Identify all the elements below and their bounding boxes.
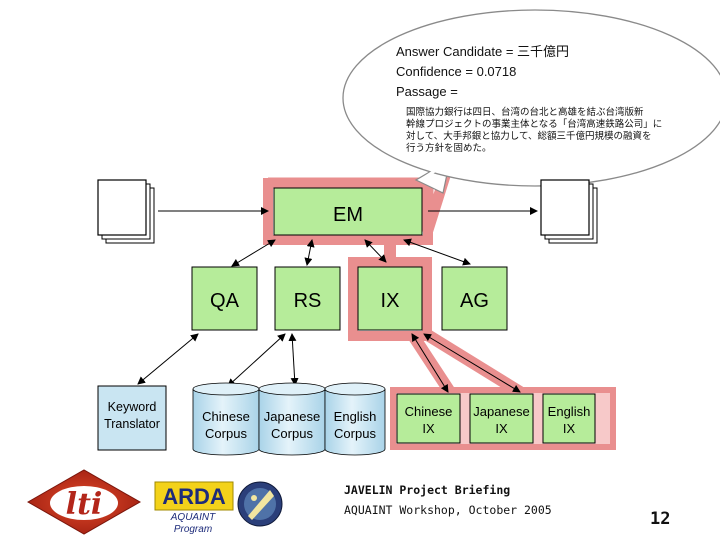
passage-line-1: 国際協力銀行は四日、台湾の台北と高雄を結ぶ台湾版新 [406, 106, 644, 118]
output-document-icon [540, 179, 598, 244]
chinese-corpus: Chinese Corpus [192, 382, 260, 456]
footer-title: JAVELIN Project Briefing [344, 483, 510, 497]
chinese-ix-line-1: Chinese [405, 404, 453, 419]
english-corpus: English Corpus [324, 382, 386, 456]
aquaint-logo-line-2: Program [174, 524, 212, 535]
english-ix-line-2: IX [563, 421, 576, 436]
input-document-icon [97, 179, 155, 244]
arda-logo: ARDA AQUAINT Program [154, 481, 234, 535]
ix-label: IX [381, 290, 400, 312]
rs-module: RS [274, 266, 341, 331]
arda-logo-text: ARDA [162, 484, 226, 509]
rs-label: RS [294, 290, 322, 312]
passage-label: Passage = [396, 84, 458, 99]
passage-line-3: 対して、大手邦銀と協力して、総額三千億円規模の融資を [406, 130, 651, 142]
confidence-line: Confidence = 0.0718 [396, 64, 516, 79]
english-corpus-line-1: English [334, 409, 377, 424]
ix-module: IX [357, 266, 423, 331]
japanese-corpus: Japanese Corpus [258, 382, 326, 456]
em-label: EM [333, 204, 363, 226]
lti-logo: lti [26, 469, 142, 535]
chinese-ix: Chinese IX [396, 393, 461, 444]
japanese-corpus-line-1: Japanese [264, 409, 320, 424]
passage-line-2: 幹線プロジェクトの事業主体となる「台湾高速鉄路公司」に [406, 118, 662, 130]
qa-module: QA [191, 266, 258, 331]
keyword-translator-line-1: Keyword [108, 400, 157, 414]
ag-label: AG [460, 290, 489, 312]
svg-text:lti: lti [66, 487, 103, 522]
aquaint-logo-line-1: AQUAINT [170, 512, 216, 523]
answer-callout: Answer Candidate = 三千億円 Confidence = 0.0… [342, 9, 720, 194]
english-ix-line-1: English [548, 404, 591, 419]
japanese-corpus-line-2: Corpus [271, 426, 313, 441]
page-number: 12 [650, 509, 670, 529]
chinese-corpus-line-1: Chinese [202, 409, 250, 424]
chinese-ix-line-2: IX [422, 421, 435, 436]
japanese-ix-line-2: IX [495, 421, 508, 436]
ag-module: AG [441, 266, 508, 331]
chinese-corpus-line-2: Corpus [205, 426, 247, 441]
english-corpus-line-2: Corpus [334, 426, 376, 441]
connectors [137, 207, 538, 393]
aquaint-seal-icon [237, 481, 283, 527]
passage-line-4: 行う方針を固めた。 [406, 142, 492, 154]
japanese-ix-line-1: Japanese [473, 404, 529, 419]
answer-candidate-line: Answer Candidate = 三千億円 [396, 44, 569, 59]
keyword-translator-line-2: Translator [104, 417, 160, 431]
footer-subtitle: AQUAINT Workshop, October 2005 [344, 503, 552, 517]
keyword-translator: Keyword Translator [97, 385, 167, 451]
qa-label: QA [210, 290, 240, 312]
japanese-ix: Japanese IX [469, 393, 534, 444]
english-ix: English IX [542, 393, 596, 444]
em-module: EM [273, 187, 423, 236]
